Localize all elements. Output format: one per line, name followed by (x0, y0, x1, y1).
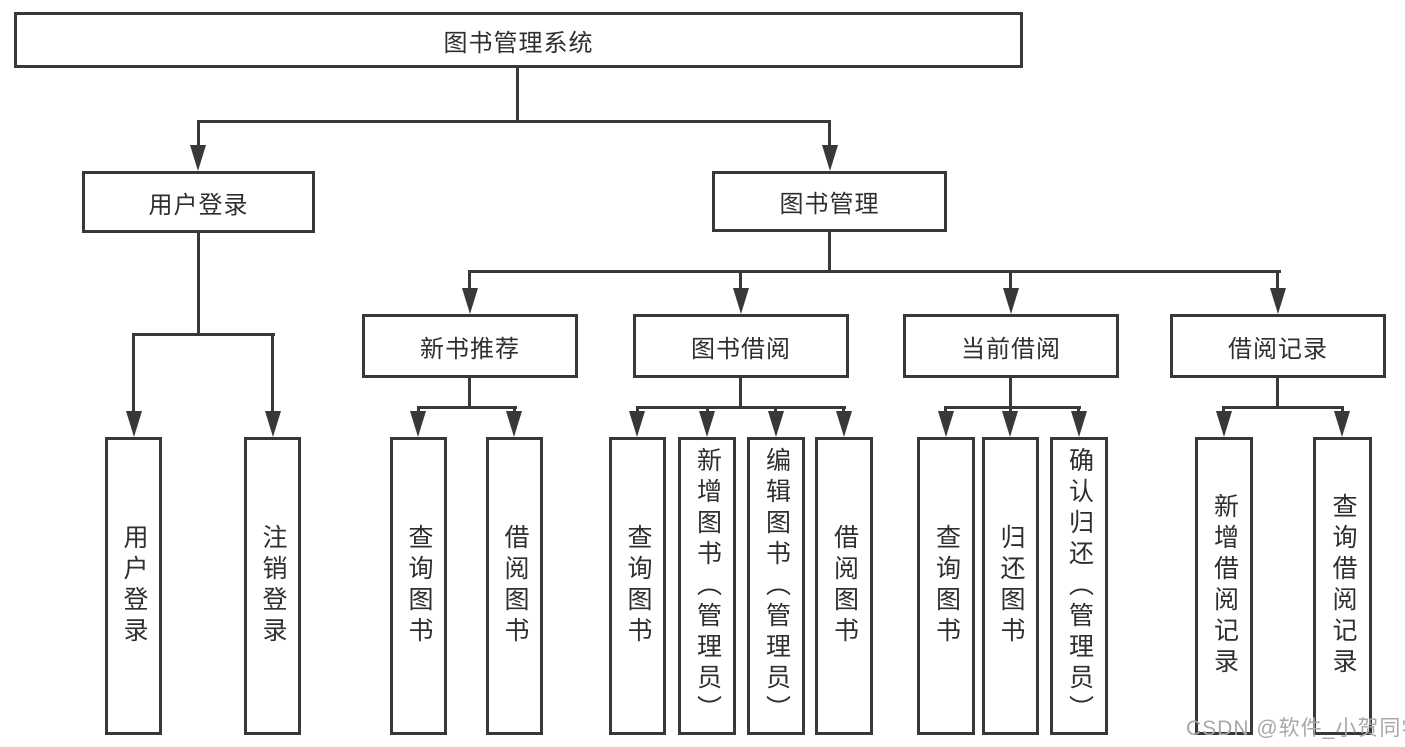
connector-drop (842, 406, 845, 414)
node-label: 新书推荐 (420, 335, 520, 363)
arrow-down-icon (733, 288, 749, 314)
node-label: 借阅图书 (501, 524, 529, 648)
connector-userlogin-rail (132, 333, 275, 336)
arrow-down-icon (126, 411, 142, 437)
arrow-down-icon (1003, 288, 1019, 314)
arrow-down-icon (1216, 411, 1232, 437)
node-label: 图书借阅 (691, 335, 791, 363)
node-user-login-leaf: 用户登录 (105, 437, 162, 735)
connector-drop (271, 333, 274, 413)
node-label: 用户登录 (120, 524, 148, 648)
arrow-down-icon (190, 145, 206, 171)
node-book-borrowing: 图书借阅 (633, 314, 849, 378)
node-book-management: 图书管理 (712, 171, 947, 232)
arrow-down-icon (265, 411, 281, 437)
connector-rail (417, 406, 517, 409)
node-logout-leaf: 注销登录 (244, 437, 301, 735)
connector-stem (1009, 378, 1012, 408)
node-label: 图书管理系统 (443, 29, 594, 57)
connector-drop (944, 406, 947, 414)
connector-rail (944, 406, 1081, 409)
node-library-management-system: 图书管理系统 (14, 12, 1023, 68)
csdn-watermark: CSDN @软件_小贺同学 (1186, 717, 1405, 740)
node-label: 查询图书 (624, 524, 652, 648)
arrow-down-icon (410, 411, 426, 437)
connector-drop (1276, 270, 1279, 290)
node-label: 新增图书（管理员） (693, 446, 722, 726)
node-query-books-current: 查询图书 (917, 437, 975, 735)
node-edit-books-admin: 编辑图书（管理员） (747, 437, 805, 735)
node-label: 查询借阅记录 (1329, 493, 1357, 679)
arrow-down-icon (1071, 411, 1087, 437)
connector-drop (636, 406, 639, 414)
node-add-books-admin: 新增图书（管理员） (678, 437, 736, 735)
connector-stem (1276, 378, 1279, 408)
connector-drop (828, 120, 831, 148)
arrow-down-icon (1002, 411, 1018, 437)
connector-drop (132, 333, 135, 413)
node-label: 借阅图书 (830, 524, 859, 648)
node-label: 当前借阅 (961, 335, 1061, 363)
node-return-books: 归还图书 (982, 437, 1039, 735)
node-query-borrow-record: 查询借阅记录 (1313, 437, 1372, 735)
connector-drop (1009, 270, 1012, 290)
arrow-down-icon (699, 411, 715, 437)
connector-drop (1222, 406, 1225, 414)
connector-drop (513, 406, 516, 414)
node-borrowing-records: 借阅记录 (1170, 314, 1386, 378)
node-confirm-return-admin: 确认归还（管理员） (1050, 437, 1108, 735)
connector-drop (417, 406, 420, 414)
arrow-down-icon (822, 145, 838, 171)
arrow-down-icon (1334, 411, 1350, 437)
node-new-book-recommend: 新书推荐 (362, 314, 578, 378)
node-query-books-borrowing: 查询图书 (609, 437, 666, 735)
connector-drop (1341, 406, 1344, 414)
arrow-down-icon (462, 288, 478, 314)
connector-root-stem (516, 68, 519, 122)
node-label: 新增借阅记录 (1210, 493, 1239, 679)
node-borrow-books-recommend: 借阅图书 (486, 437, 543, 735)
node-current-borrowing: 当前借阅 (903, 314, 1119, 378)
node-label: 编辑图书（管理员） (762, 446, 791, 726)
node-label: 用户登录 (148, 191, 249, 219)
node-label: 查询图书 (932, 524, 961, 648)
connector-userlogin-stem (197, 233, 200, 335)
node-label: 归还图书 (997, 524, 1025, 648)
connector-stem (468, 378, 471, 408)
arrow-down-icon (768, 411, 784, 437)
node-label: 借阅记录 (1228, 335, 1328, 363)
connector-drop (1077, 406, 1080, 414)
connector-bookmgmt-stem (828, 232, 831, 272)
arrow-down-icon (506, 411, 522, 437)
connector-drop (706, 406, 709, 414)
node-label: 图书管理 (779, 191, 880, 218)
connector-bookmgmt-rail (468, 270, 1281, 273)
arrow-down-icon (629, 411, 645, 437)
connector-rail (1222, 406, 1344, 409)
connector-drop (774, 406, 777, 414)
node-query-books-recommend: 查询图书 (390, 437, 447, 735)
connector-stem (739, 378, 742, 408)
node-label: 查询图书 (405, 524, 433, 648)
connector-root-rail (197, 120, 831, 123)
connector-rail (636, 406, 846, 409)
connector-drop (468, 270, 471, 290)
node-label: 注销登录 (259, 524, 287, 648)
connector-drop (739, 270, 742, 290)
node-user-login: 用户登录 (82, 171, 315, 233)
arrow-down-icon (938, 411, 954, 437)
arrow-down-icon (1270, 288, 1286, 314)
node-label: 确认归还（管理员） (1065, 446, 1094, 726)
connector-drop (197, 120, 200, 148)
arrow-down-icon (836, 411, 852, 437)
connector-drop (1009, 406, 1012, 414)
node-borrow-books-leaf: 借阅图书 (815, 437, 873, 735)
node-add-borrow-record: 新增借阅记录 (1195, 437, 1253, 735)
